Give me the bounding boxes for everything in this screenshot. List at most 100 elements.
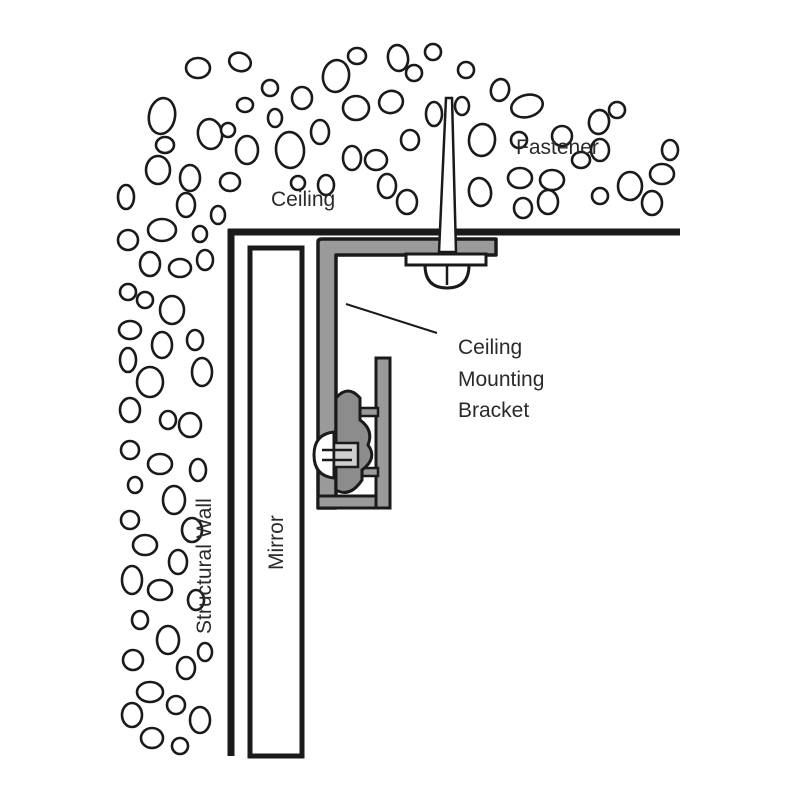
bracket-label-line3: Bracket: [458, 399, 529, 422]
pebble: [186, 588, 206, 612]
pebble: [185, 328, 205, 352]
pebble: [117, 319, 143, 341]
pebble: [146, 217, 178, 243]
ceiling-label: Ceiling: [271, 188, 335, 211]
pebble: [190, 356, 214, 388]
pebble: [135, 365, 165, 399]
pebble: [260, 78, 280, 98]
pebble: [321, 58, 351, 94]
pebble: [346, 46, 368, 66]
pebble: [289, 174, 307, 192]
pebble: [130, 609, 150, 631]
pebble: [167, 257, 193, 279]
pebble: [118, 396, 142, 424]
pebble: [467, 122, 497, 158]
pebble: [467, 176, 493, 208]
pebble: [146, 578, 174, 602]
pebble: [266, 107, 284, 129]
pebble: [144, 154, 172, 186]
pebble: [126, 475, 144, 495]
pebble: [175, 191, 197, 219]
pebble: [218, 171, 242, 193]
pebble: [386, 43, 410, 73]
pebble: [146, 452, 174, 476]
pebble: [139, 726, 165, 750]
pebble: [424, 100, 444, 128]
pebble: [489, 77, 511, 103]
pebble: [116, 183, 136, 211]
pebble: [227, 51, 253, 73]
pebble: [587, 108, 611, 136]
pebble: [158, 294, 186, 326]
pebble: [175, 655, 197, 681]
pebble: [195, 248, 215, 272]
pebble: [456, 60, 476, 80]
pebble: [453, 95, 471, 117]
mirror-panel: [247, 245, 305, 759]
mirror-clip-assembly: [312, 356, 392, 510]
pebble: [121, 648, 145, 672]
pebble: [131, 533, 159, 557]
pebble: [395, 188, 419, 216]
pebble: [165, 694, 187, 716]
pebble: [119, 509, 141, 531]
pebble: [640, 189, 664, 217]
pebble: [376, 172, 398, 200]
pebble: [154, 135, 176, 155]
pebble: [138, 250, 162, 278]
pebble: [536, 188, 560, 216]
pebble: [209, 204, 227, 226]
pebble: [118, 346, 138, 374]
pebble: [363, 148, 389, 172]
pebble: [648, 162, 676, 186]
pebble: [178, 163, 202, 193]
pebble: [118, 282, 138, 302]
pebble: [120, 701, 144, 729]
pebble: [135, 290, 155, 310]
pebble: [377, 89, 405, 115]
structural-wall-label: Structural Wall: [193, 498, 216, 634]
pebble: [404, 63, 424, 83]
pebble: [155, 624, 181, 656]
mirror-label: Mirror: [265, 515, 288, 570]
bracket-label-line1: Ceiling: [458, 336, 522, 359]
pebble: [119, 439, 141, 461]
pebble: [167, 548, 189, 576]
pebble: [509, 93, 545, 119]
bracket-label-line2: Mounting: [458, 368, 544, 391]
pebble: [509, 130, 529, 150]
pebble: [274, 130, 306, 170]
pebble: [188, 457, 208, 483]
fastener-label: Fastener: [516, 136, 599, 159]
pebble: [316, 173, 336, 197]
pebble: [196, 641, 214, 663]
fastener-screw: [404, 96, 488, 290]
pebble: [290, 85, 314, 111]
pebble: [191, 224, 209, 244]
pebble: [341, 94, 371, 122]
pebble: [177, 411, 203, 439]
pebble: [399, 128, 421, 152]
pebble: [158, 409, 178, 431]
pebble: [506, 166, 534, 190]
bracket-leader-line: [345, 303, 438, 334]
pebble: [616, 170, 644, 202]
pebble: [589, 137, 611, 163]
pebble: [180, 516, 204, 544]
pebble: [512, 196, 534, 220]
pebble: [341, 144, 363, 172]
pebble: [150, 330, 174, 360]
concrete-texture: [116, 42, 680, 756]
pebble: [120, 564, 144, 596]
pebble: [550, 124, 574, 148]
pebble: [116, 228, 140, 252]
pebble: [234, 134, 260, 166]
pebble: [309, 118, 331, 146]
pebble: [538, 168, 566, 192]
pebble: [188, 705, 212, 735]
pebble: [184, 56, 212, 80]
pebble: [235, 96, 255, 114]
pebble: [170, 736, 190, 756]
pebble: [423, 42, 443, 62]
